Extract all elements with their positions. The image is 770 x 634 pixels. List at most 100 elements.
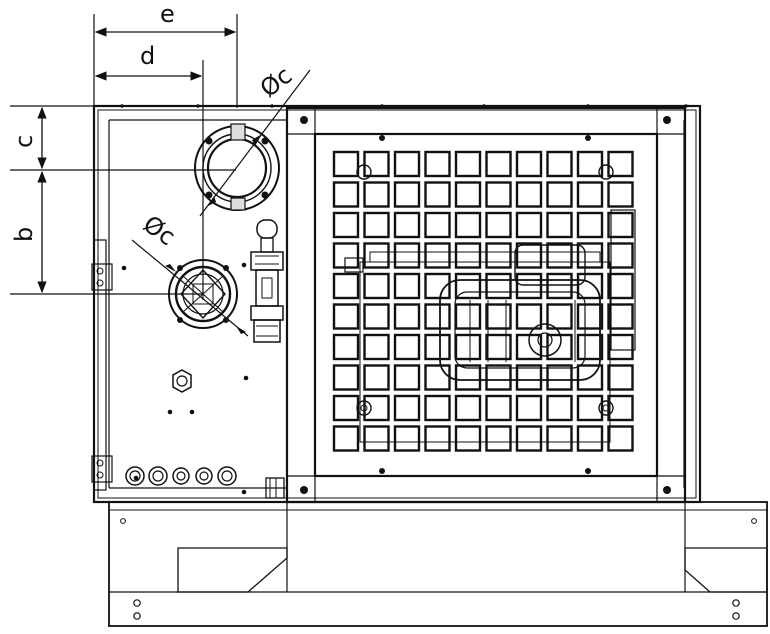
- grille-cell: [607, 394, 634, 422]
- grille-cell: [607, 333, 634, 361]
- grille-cell: [393, 181, 421, 208]
- dimension-d-label: d: [140, 42, 155, 70]
- grille-cell: [485, 181, 512, 208]
- grille-cell: [546, 181, 573, 208]
- grille-cell: [454, 242, 482, 269]
- grille-cell: [607, 303, 634, 330]
- grille-cell: [424, 364, 451, 391]
- grille-cell: [546, 272, 573, 300]
- grille-cell: [515, 242, 543, 269]
- grille-cell: [485, 303, 512, 330]
- grille-cell: [393, 333, 421, 361]
- grille-cell: [515, 425, 543, 452]
- grille-cell: [546, 333, 573, 361]
- top-pipe-connection: [194, 123, 280, 211]
- grille-cell: [454, 272, 482, 300]
- grille-cell: [424, 150, 451, 178]
- grille-cell: [515, 333, 543, 361]
- grille-cell: [546, 150, 573, 178]
- grille-cell: [363, 425, 390, 452]
- grille-cell: [607, 211, 634, 239]
- grille-cell: [485, 211, 512, 239]
- grille-cell: [485, 364, 512, 391]
- grille-cell: [546, 364, 573, 391]
- grille-cell: [332, 394, 360, 422]
- grille-cell: [515, 303, 543, 330]
- grille-cell: [607, 242, 634, 269]
- grille-cell: [424, 425, 451, 452]
- grille-cell: [576, 425, 604, 452]
- grille-cell: [363, 364, 390, 391]
- grille-cell: [424, 211, 451, 239]
- grille-cell: [363, 272, 390, 300]
- grille-cell: [485, 425, 512, 452]
- grille-cell: [576, 181, 604, 208]
- grille-cell: [363, 394, 390, 422]
- grille-cell: [515, 211, 543, 239]
- grille-cell: [485, 242, 512, 269]
- bottom-port-row: [125, 466, 285, 499]
- grille-cell: [454, 150, 482, 178]
- grille-cell: [363, 242, 390, 269]
- grille-cell: [393, 211, 421, 239]
- grille-cell: [576, 394, 604, 422]
- grille-cell: [332, 242, 360, 269]
- grille-cell: [332, 211, 360, 239]
- grille-cell: [485, 272, 512, 300]
- grille-cell: [576, 211, 604, 239]
- grille-cell: [515, 364, 543, 391]
- grille-cell: [393, 242, 421, 269]
- grille-cell: [515, 150, 543, 178]
- base-frame: [108, 501, 768, 627]
- grille-cell: [607, 181, 634, 208]
- phi-c-mid-label: Øc: [138, 210, 180, 251]
- grille-cell: [454, 394, 482, 422]
- grille-cell: [454, 303, 482, 330]
- grille-cell: [485, 394, 512, 422]
- grille-cell: [363, 181, 390, 208]
- dimension-b-label: b: [10, 227, 38, 242]
- grille-cell: [454, 333, 482, 361]
- grille-cell: [576, 303, 604, 330]
- drain-fittings: [133, 369, 249, 495]
- grille-cell: [546, 425, 573, 452]
- grille-cell: [607, 425, 634, 452]
- grille-cell: [332, 425, 360, 452]
- grille-cell: [576, 272, 604, 300]
- grille-cell: [546, 211, 573, 239]
- grille-cell: [393, 364, 421, 391]
- grille-cell: [424, 242, 451, 269]
- grille-cell: [576, 364, 604, 391]
- grille-cell: [607, 272, 634, 300]
- grille-cell: [393, 272, 421, 300]
- dimension-c-label: c: [10, 135, 38, 148]
- grille-cell: [424, 181, 451, 208]
- grille-cell: [515, 181, 543, 208]
- grille-cell: [424, 272, 451, 300]
- protective-grille: [332, 150, 634, 452]
- grille-cell: [515, 394, 543, 422]
- grille-cell: [332, 181, 360, 208]
- grille-cell: [607, 150, 634, 178]
- grille-cell: [485, 150, 512, 178]
- grille-cell: [332, 303, 360, 330]
- grille-cell: [332, 150, 360, 178]
- grille-cell: [393, 425, 421, 452]
- middle-pipe-connection: [168, 259, 247, 329]
- grille-cell: [546, 394, 573, 422]
- grille-cell: [485, 333, 512, 361]
- phi-c-top-label: Øc: [255, 61, 298, 103]
- grille-cell: [454, 364, 482, 391]
- grille-cell: [515, 272, 543, 300]
- grille-cell: [607, 364, 634, 391]
- grille-cell: [454, 211, 482, 239]
- grille-cell: [363, 150, 390, 178]
- grille-cell: [332, 272, 360, 300]
- grille-cell: [393, 303, 421, 330]
- grille-cell: [576, 150, 604, 178]
- grille-cell: [576, 333, 604, 361]
- grille-cell: [393, 150, 421, 178]
- grille-cell: [363, 303, 390, 330]
- grille-cell: [424, 394, 451, 422]
